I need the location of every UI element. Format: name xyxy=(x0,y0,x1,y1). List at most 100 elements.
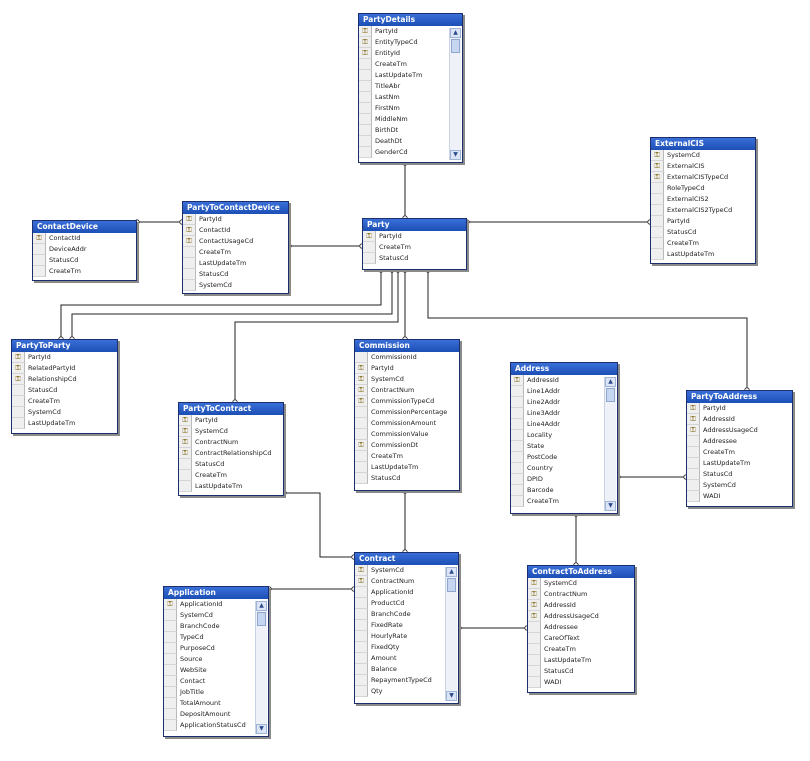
column-row[interactable]: ⚿ContactId xyxy=(33,233,136,244)
column-row[interactable]: WebSite xyxy=(164,665,254,676)
column-row[interactable]: ⚿CommissionTypeCd xyxy=(355,396,459,407)
column-row[interactable]: CreateTm xyxy=(183,247,288,258)
table-title[interactable]: Commission xyxy=(355,340,459,352)
column-row[interactable]: DepositAmount xyxy=(164,709,254,720)
edge-party-externalcis[interactable] xyxy=(464,219,653,225)
scroll-thumb[interactable] xyxy=(451,39,460,53)
column-row[interactable]: Barcode xyxy=(511,485,603,496)
scroll-up-icon[interactable]: ▲ xyxy=(446,567,457,577)
column-row[interactable]: State xyxy=(511,441,603,452)
column-row[interactable]: ExternalCIS2 xyxy=(651,194,755,205)
table-contracttoaddress[interactable]: ContractToAddress⚿SystemCd⚿ContractNum⚿A… xyxy=(527,565,635,693)
column-row[interactable]: Balance xyxy=(355,664,444,675)
table-title[interactable]: PartyDetails xyxy=(359,14,462,26)
column-row[interactable]: SystemCd xyxy=(12,407,117,418)
column-row[interactable]: ⚿ContractNum xyxy=(179,437,283,448)
column-row[interactable]: ⚿RelatedPartyId xyxy=(12,363,117,374)
scroll-up-icon[interactable]: ▲ xyxy=(256,601,267,611)
table-partytoaddress[interactable]: PartyToAddress⚿PartyId⚿AddressId⚿Address… xyxy=(686,390,793,507)
column-row[interactable]: CreateTm xyxy=(33,266,136,277)
column-row[interactable]: WADI xyxy=(528,677,634,688)
column-row[interactable]: Source xyxy=(164,654,254,665)
table-partytocontactdevice[interactable]: PartyToContactDevice⚿PartyId⚿ContactId⚿C… xyxy=(182,201,289,294)
column-row[interactable]: SystemCd xyxy=(183,280,288,291)
column-row[interactable]: ⚿AddressId xyxy=(528,600,634,611)
scroll-thumb[interactable] xyxy=(447,578,456,592)
edge-application-contract[interactable] xyxy=(266,586,357,592)
column-row[interactable]: WADI xyxy=(687,491,792,502)
column-row[interactable]: Line3Addr xyxy=(511,408,603,419)
column-row[interactable]: ⚿AddressUsageCd xyxy=(528,611,634,622)
edge-address-cta[interactable] xyxy=(573,511,579,568)
column-row[interactable]: LastUpdateTm xyxy=(359,70,448,81)
column-row[interactable]: LastUpdateTm xyxy=(179,481,283,492)
column-row[interactable]: CareOfText xyxy=(528,633,634,644)
table-partydetails[interactable]: PartyDetails⚿PartyId⚿EntityTypeCd⚿Entity… xyxy=(358,13,463,163)
column-row[interactable]: ⚿SystemCd xyxy=(179,426,283,437)
column-row[interactable]: StatusCd xyxy=(687,469,792,480)
column-row[interactable]: CommissionValue xyxy=(355,429,459,440)
table-partytoparty[interactable]: PartyToParty⚿PartyId⚿RelatedPartyId⚿Rela… xyxy=(11,339,118,434)
column-row[interactable]: LastNm xyxy=(359,92,448,103)
column-row[interactable]: ⚿EntityId xyxy=(359,48,448,59)
column-row[interactable]: ApplicationId xyxy=(355,587,444,598)
scroll-down-icon[interactable]: ▼ xyxy=(605,501,616,511)
column-row[interactable]: Locality xyxy=(511,430,603,441)
column-row[interactable]: ⚿AddressId xyxy=(511,375,603,386)
column-row[interactable]: LastUpdateTm xyxy=(687,458,792,469)
vertical-scrollbar[interactable]: ▲▼ xyxy=(445,567,457,701)
column-row[interactable]: Addressee xyxy=(528,622,634,633)
column-row[interactable]: BranchCode xyxy=(164,621,254,632)
column-row[interactable]: PartyId xyxy=(651,216,755,227)
column-row[interactable]: ⚿AddressUsageCd xyxy=(687,425,792,436)
column-row[interactable]: HourlyRate xyxy=(355,631,444,642)
column-row[interactable]: TotalAmount xyxy=(164,698,254,709)
column-row[interactable]: LastUpdateTm xyxy=(651,249,755,260)
column-row[interactable]: CommissionPercentage xyxy=(355,407,459,418)
table-title[interactable]: PartyToParty xyxy=(12,340,117,352)
column-row[interactable]: PurposeCd xyxy=(164,643,254,654)
table-title[interactable]: ExternalCIS xyxy=(651,138,755,150)
column-row[interactable]: CreateTm xyxy=(511,496,603,507)
table-title[interactable]: PartyToContactDevice xyxy=(183,202,288,214)
table-partytocontract[interactable]: PartyToContract⚿PartyId⚿SystemCd⚿Contrac… xyxy=(178,402,284,496)
column-row[interactable]: StatusCd xyxy=(179,459,283,470)
column-row[interactable]: CreateTm xyxy=(528,644,634,655)
column-row[interactable]: SystemCd xyxy=(687,480,792,491)
column-row[interactable]: CommissionId xyxy=(355,352,459,363)
column-row[interactable]: ⚿PartyId xyxy=(355,363,459,374)
edge-party-partydetails[interactable] xyxy=(402,160,408,221)
column-row[interactable]: CreateTm xyxy=(12,396,117,407)
scroll-up-icon[interactable]: ▲ xyxy=(605,377,616,387)
column-row[interactable]: StatusCd xyxy=(183,269,288,280)
table-externalcis[interactable]: ExternalCIS⚿SystemCd⚿ExternalCIS⚿Externa… xyxy=(650,137,756,264)
scroll-down-icon[interactable]: ▼ xyxy=(256,724,267,734)
column-row[interactable]: DeathDt xyxy=(359,136,448,147)
edge-party-partytoparty-2[interactable] xyxy=(69,267,395,342)
column-row[interactable]: CreateTm xyxy=(179,470,283,481)
column-row[interactable]: ⚿ContractNum xyxy=(528,589,634,600)
column-row[interactable]: CommissionAmount xyxy=(355,418,459,429)
column-row[interactable]: ⚿AddressId xyxy=(687,414,792,425)
column-row[interactable]: StatusCd xyxy=(528,666,634,677)
column-row[interactable]: StatusCd xyxy=(12,385,117,396)
column-row[interactable]: ProductCd xyxy=(355,598,444,609)
edge-commission-contract[interactable] xyxy=(402,488,408,555)
column-row[interactable]: ⚿PartyId xyxy=(687,403,792,414)
column-row[interactable]: ⚿ContractRelationshipCd xyxy=(179,448,283,459)
edge-contract-cta[interactable] xyxy=(456,625,530,631)
column-row[interactable]: TypeCd xyxy=(164,632,254,643)
column-row[interactable]: Country xyxy=(511,463,603,474)
column-row[interactable]: CreateTm xyxy=(359,59,448,70)
vertical-scrollbar[interactable]: ▲▼ xyxy=(604,377,616,511)
column-row[interactable]: ⚿EntityTypeCd xyxy=(359,37,448,48)
table-title[interactable]: ContactDevice xyxy=(33,221,136,233)
column-row[interactable]: DeviceAddr xyxy=(33,244,136,255)
column-row[interactable]: DPID xyxy=(511,474,603,485)
column-row[interactable]: Addressee xyxy=(687,436,792,447)
column-row[interactable]: ⚿PartyId xyxy=(359,26,448,37)
